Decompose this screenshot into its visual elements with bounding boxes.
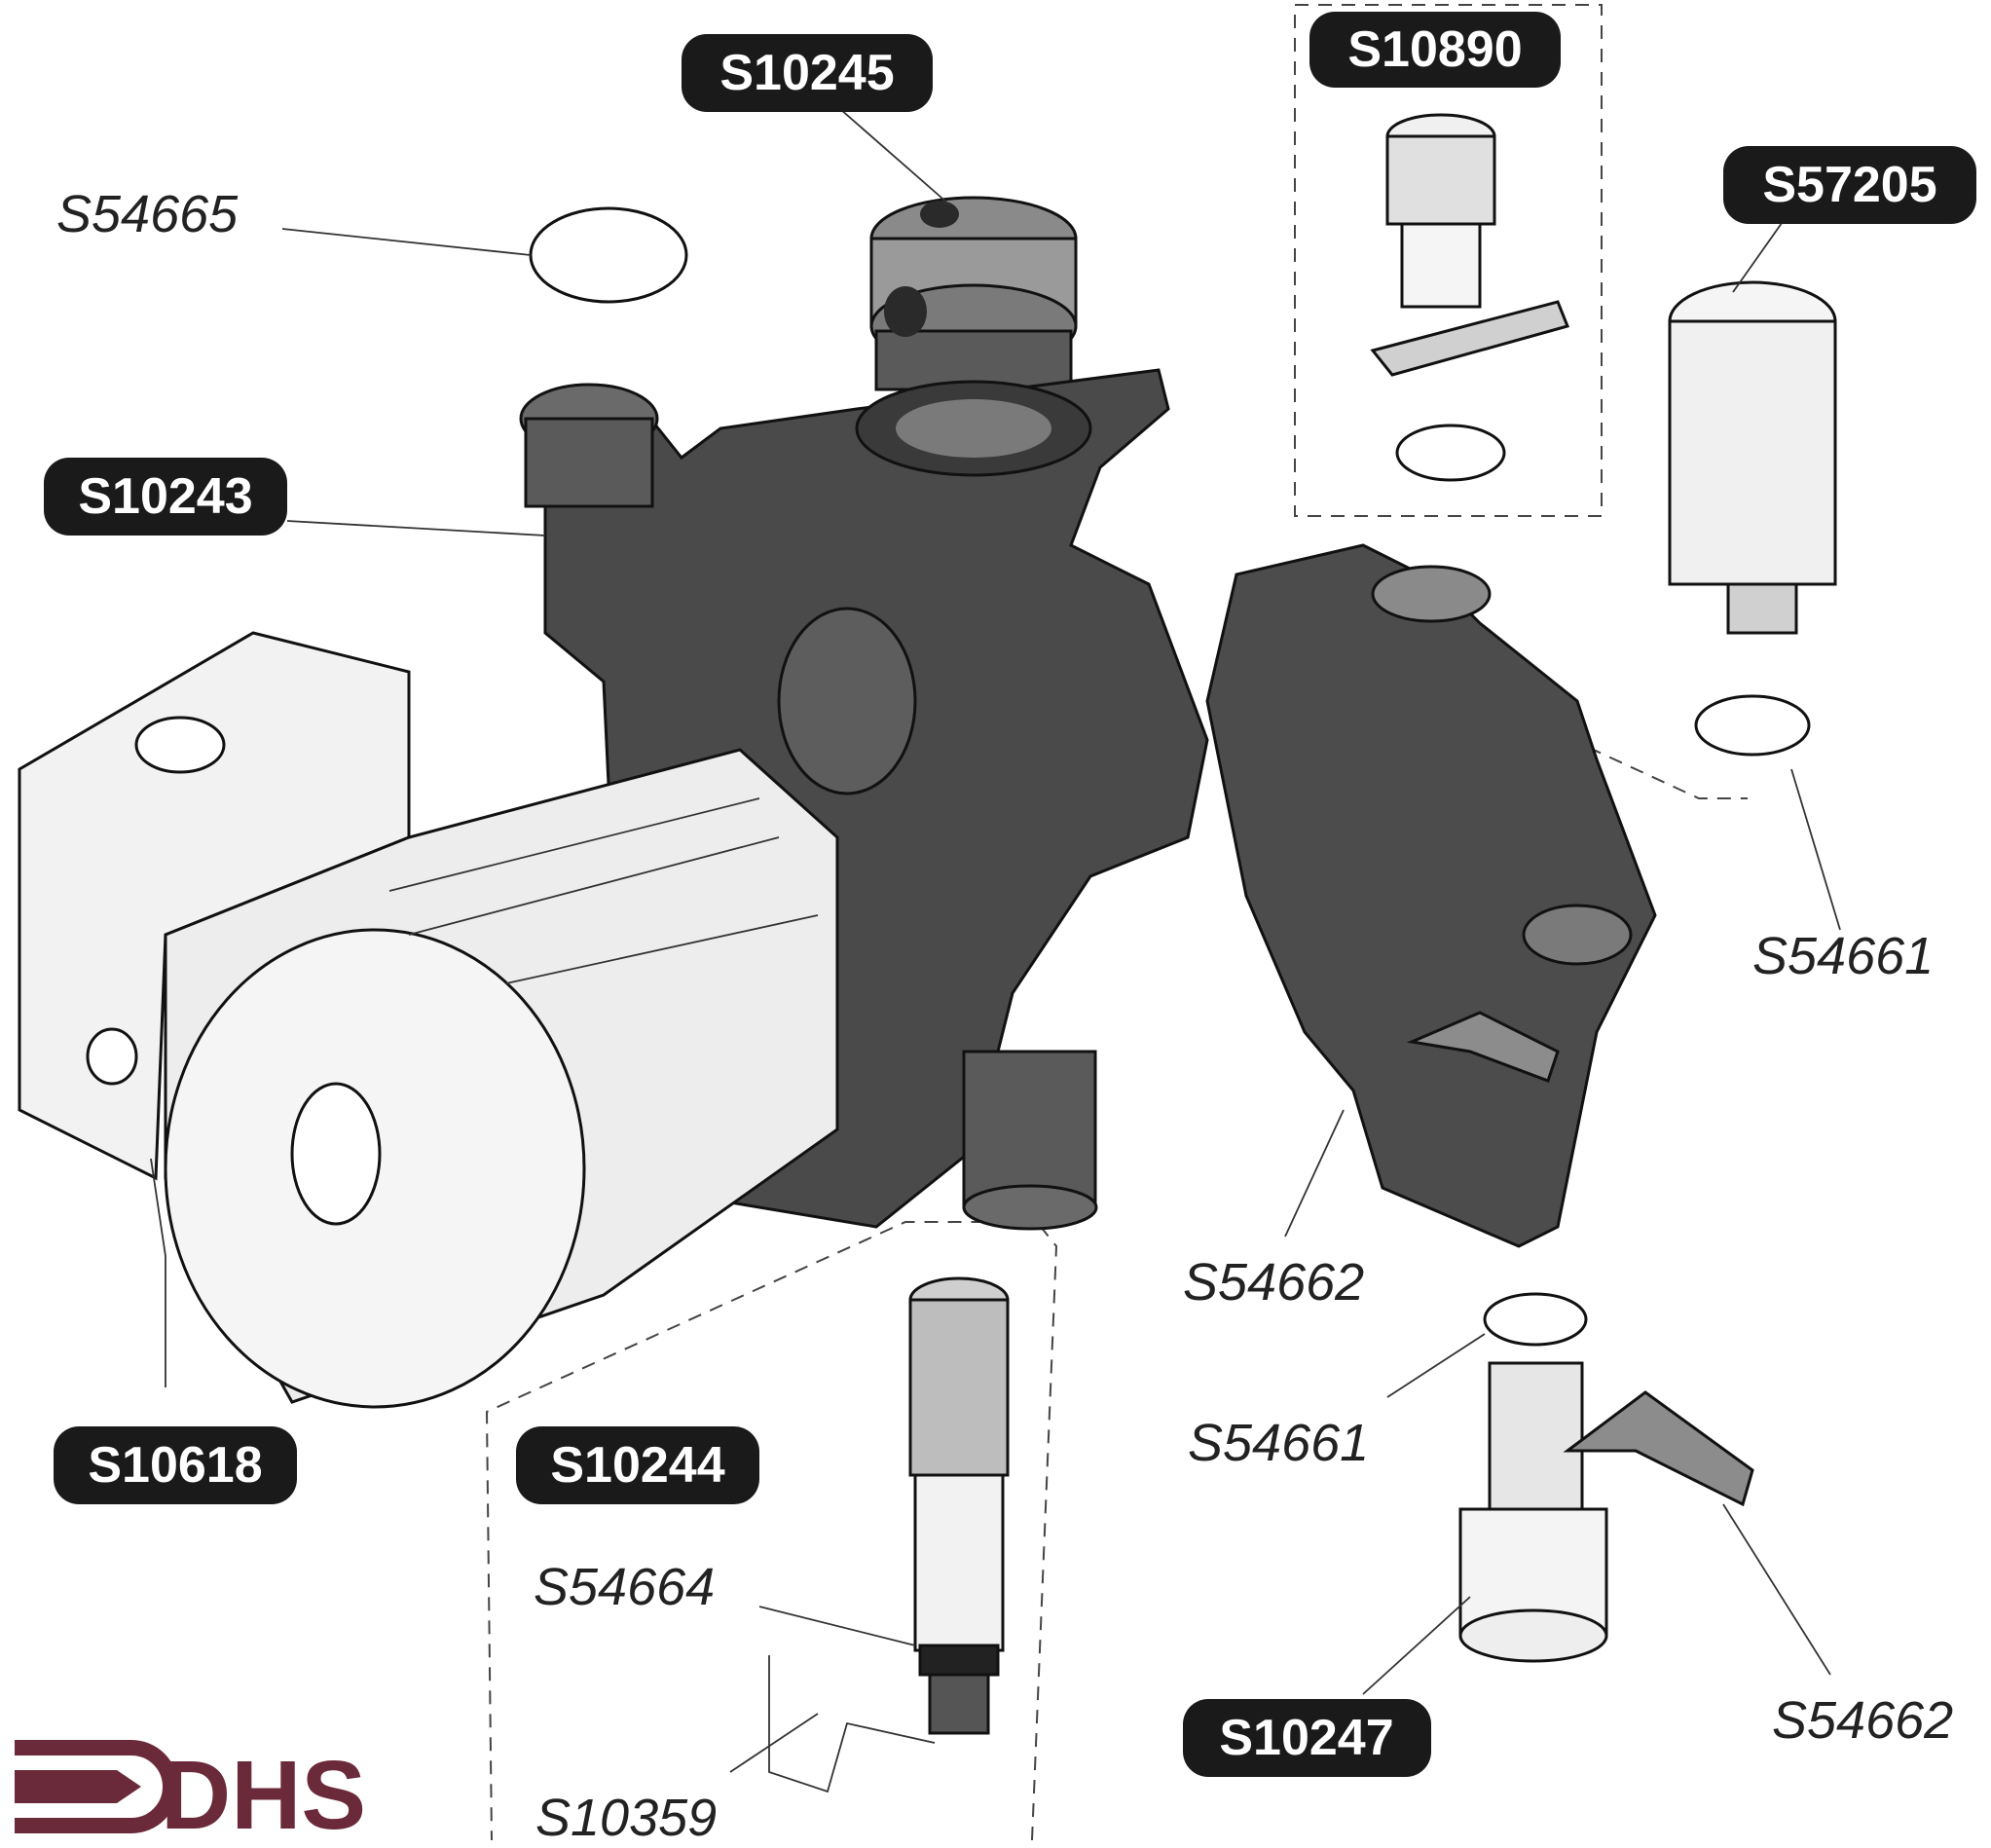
label-s10618: S10618 xyxy=(54,1426,297,1504)
o-ring-s54665-part xyxy=(529,206,688,304)
leader-s10247 xyxy=(1362,1596,1471,1695)
label-s10890: S10890 xyxy=(1309,12,1561,88)
leader-s54661-mid xyxy=(1386,1333,1486,1398)
leader-s10618 xyxy=(150,1158,166,1387)
label-s54661-mid: S54661 xyxy=(1188,1414,1369,1472)
leader-s54665 xyxy=(281,228,532,256)
label-s10244: S10244 xyxy=(516,1426,759,1504)
svg-text:S10245: S10245 xyxy=(719,45,894,101)
leader-s54662-mid xyxy=(1284,1109,1345,1238)
group-box-s57205 xyxy=(1571,711,1748,799)
label-s54662-mid: S54662 xyxy=(1183,1253,1364,1312)
label-s10247: S10247 xyxy=(1183,1699,1431,1777)
svg-text:S10247: S10247 xyxy=(1219,1710,1393,1766)
leader-s54662-bottom xyxy=(1722,1503,1831,1676)
label-s10245: S10245 xyxy=(682,34,933,112)
group-box-s10890 xyxy=(1294,4,1603,517)
leader-s54661-top xyxy=(1790,768,1841,931)
svg-text:S10890: S10890 xyxy=(1347,21,1522,78)
label-s54665: S54665 xyxy=(56,185,239,243)
leader-s10243 xyxy=(286,520,546,536)
pump-motor-s10618-part xyxy=(18,631,839,1409)
filter-s10244-part xyxy=(768,1276,1010,1793)
group-box-s10244 xyxy=(485,1221,1058,1841)
label-s54662-bottom: S54662 xyxy=(1772,1691,1953,1750)
label-s54661-top: S54661 xyxy=(1752,927,1934,985)
label-s54664: S54664 xyxy=(534,1558,715,1616)
leader-s54664 xyxy=(758,1606,916,1646)
label-s10359: S10359 xyxy=(535,1789,717,1847)
svg-text:S10618: S10618 xyxy=(88,1437,262,1494)
drain-valve-s10247-part xyxy=(1406,1011,1754,1663)
leader-s10245 xyxy=(831,101,950,205)
pressure-sensor-s57205-part xyxy=(1668,280,1837,757)
valve-s10890-part xyxy=(1370,113,1570,482)
svg-text:S57205: S57205 xyxy=(1762,157,1936,213)
label-s10243: S10243 xyxy=(44,458,287,536)
leader-s10359 xyxy=(729,1713,819,1773)
label-s57205: S57205 xyxy=(1723,146,1976,224)
dhs-logo: DHS xyxy=(15,1740,366,1848)
dhs-logo-text: DHS xyxy=(161,1741,366,1848)
svg-text:S10244: S10244 xyxy=(550,1437,724,1494)
air-vent-s10245-part xyxy=(869,196,1078,391)
svg-text:S10243: S10243 xyxy=(78,468,252,525)
